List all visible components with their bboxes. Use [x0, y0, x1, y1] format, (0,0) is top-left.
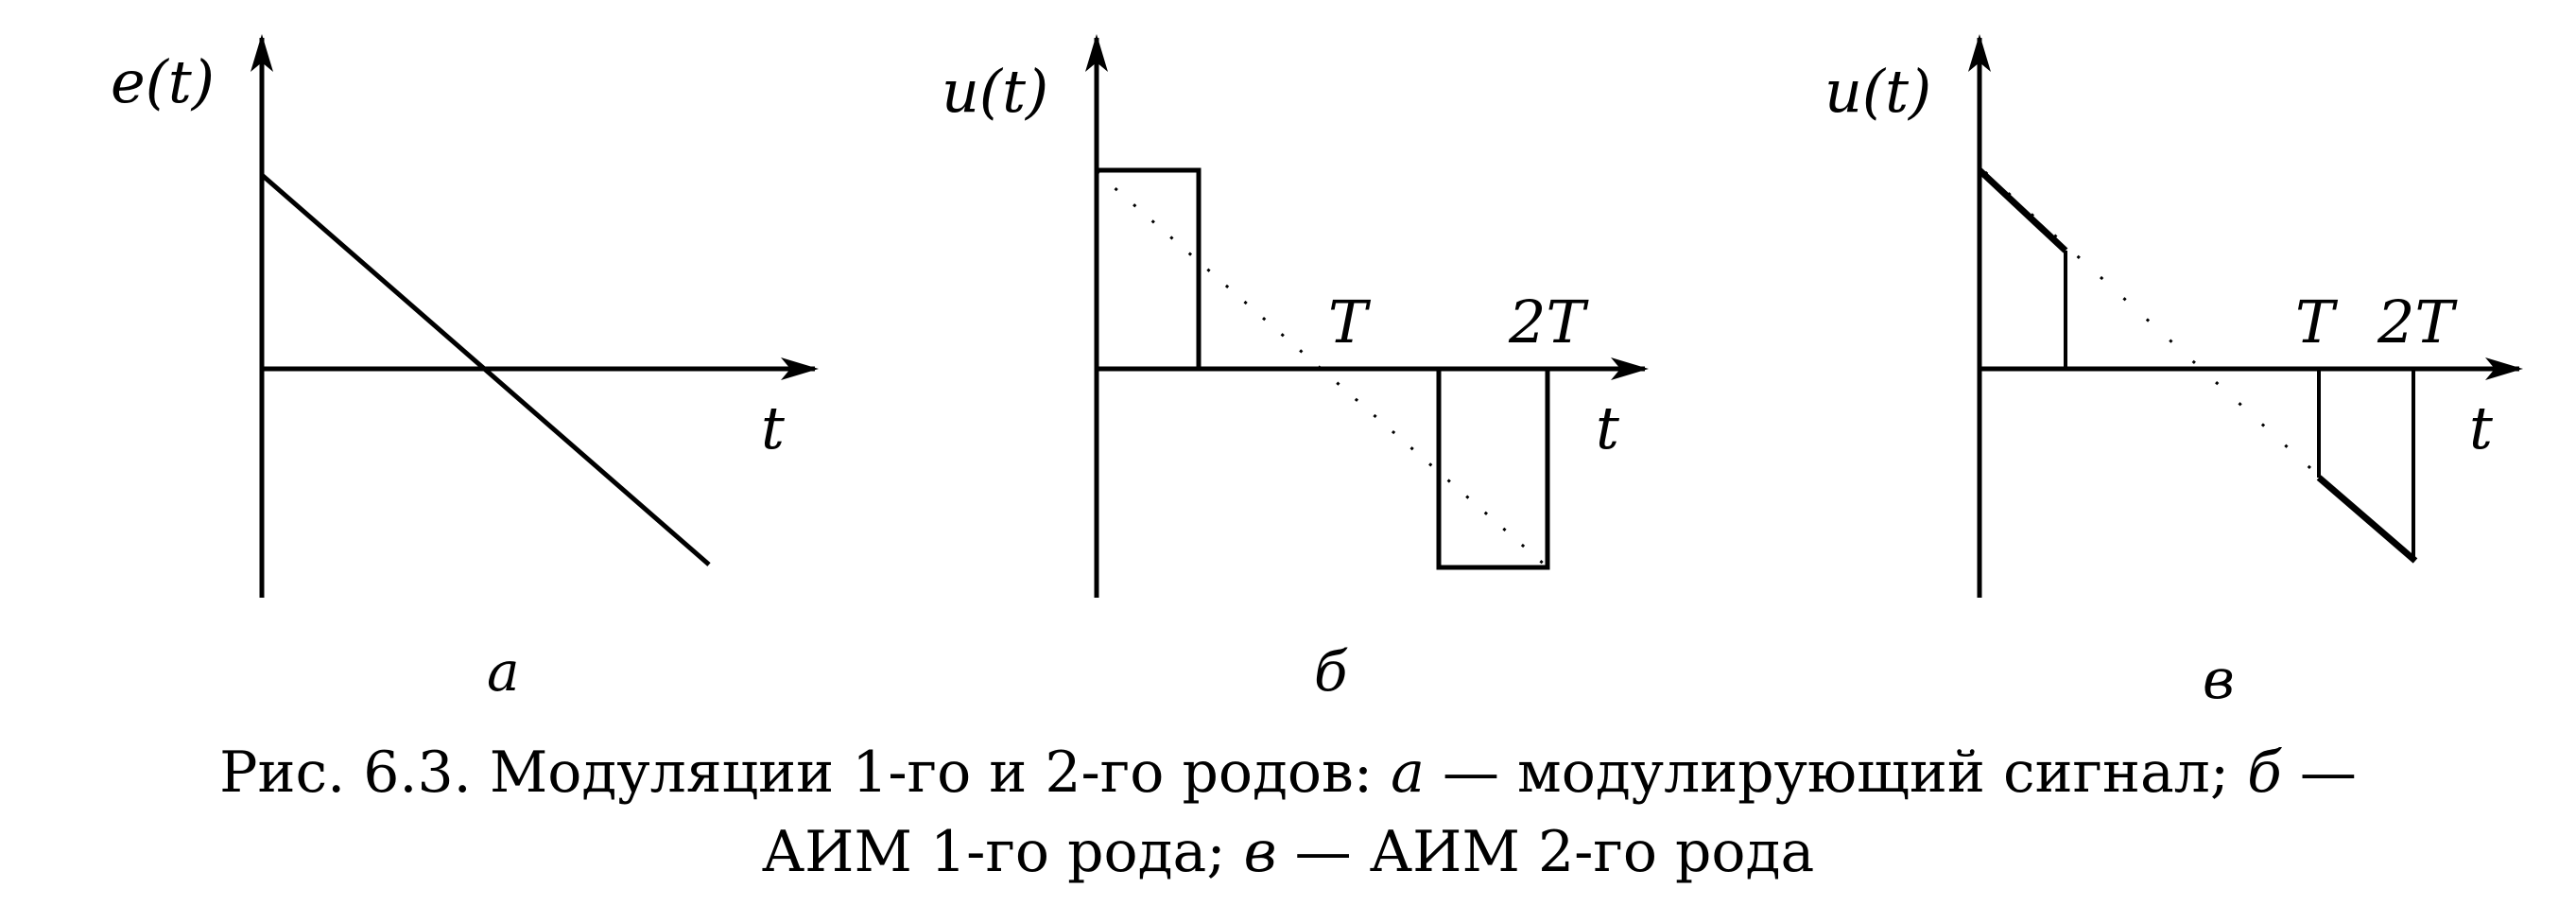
panel-v: T 2T u(t) t в	[1824, 34, 2523, 711]
panel-b: T 2T u(t) t б	[942, 34, 1649, 704]
sample-2-top	[2316, 475, 2418, 564]
x-axis-label: t	[2469, 393, 2493, 462]
y-axis-label: u(t)	[1824, 57, 1931, 126]
x-axis-label: t	[1596, 393, 1619, 462]
caption-line-1: Рис. 6.3. Модуляции 1-го и 2-го родов: а…	[219, 740, 2357, 806]
panel-letter: в	[2203, 647, 2235, 711]
tick-label-2T: 2T	[2377, 287, 2458, 357]
figure-caption: Рис. 6.3. Модуляции 1-го и 2-го родов: а…	[0, 733, 2576, 892]
y-axis-label: u(t)	[942, 57, 1048, 126]
caption-line-2: АИМ 1-го рода; в — АИМ 2-го рода	[761, 819, 1815, 885]
y-axis-label: e(t)	[111, 47, 215, 116]
pulse-2	[1436, 369, 1550, 570]
tick-label-2T: 2T	[1508, 287, 1589, 357]
panel-letter: а	[487, 639, 520, 704]
reference-signal-dotted-line	[1096, 170, 1547, 567]
reference-signal-dotted-line	[1983, 170, 2323, 479]
tick-label-T: T	[1328, 287, 1372, 357]
panel-letter: б	[1314, 639, 1348, 704]
panel-a: e(t) t а	[111, 34, 819, 704]
sample-1-top	[1977, 167, 2068, 253]
pulse-1	[1097, 167, 1202, 367]
modulating-signal-line	[260, 173, 711, 566]
tick-label-T: T	[2295, 287, 2339, 357]
x-axis-label: t	[761, 393, 785, 462]
